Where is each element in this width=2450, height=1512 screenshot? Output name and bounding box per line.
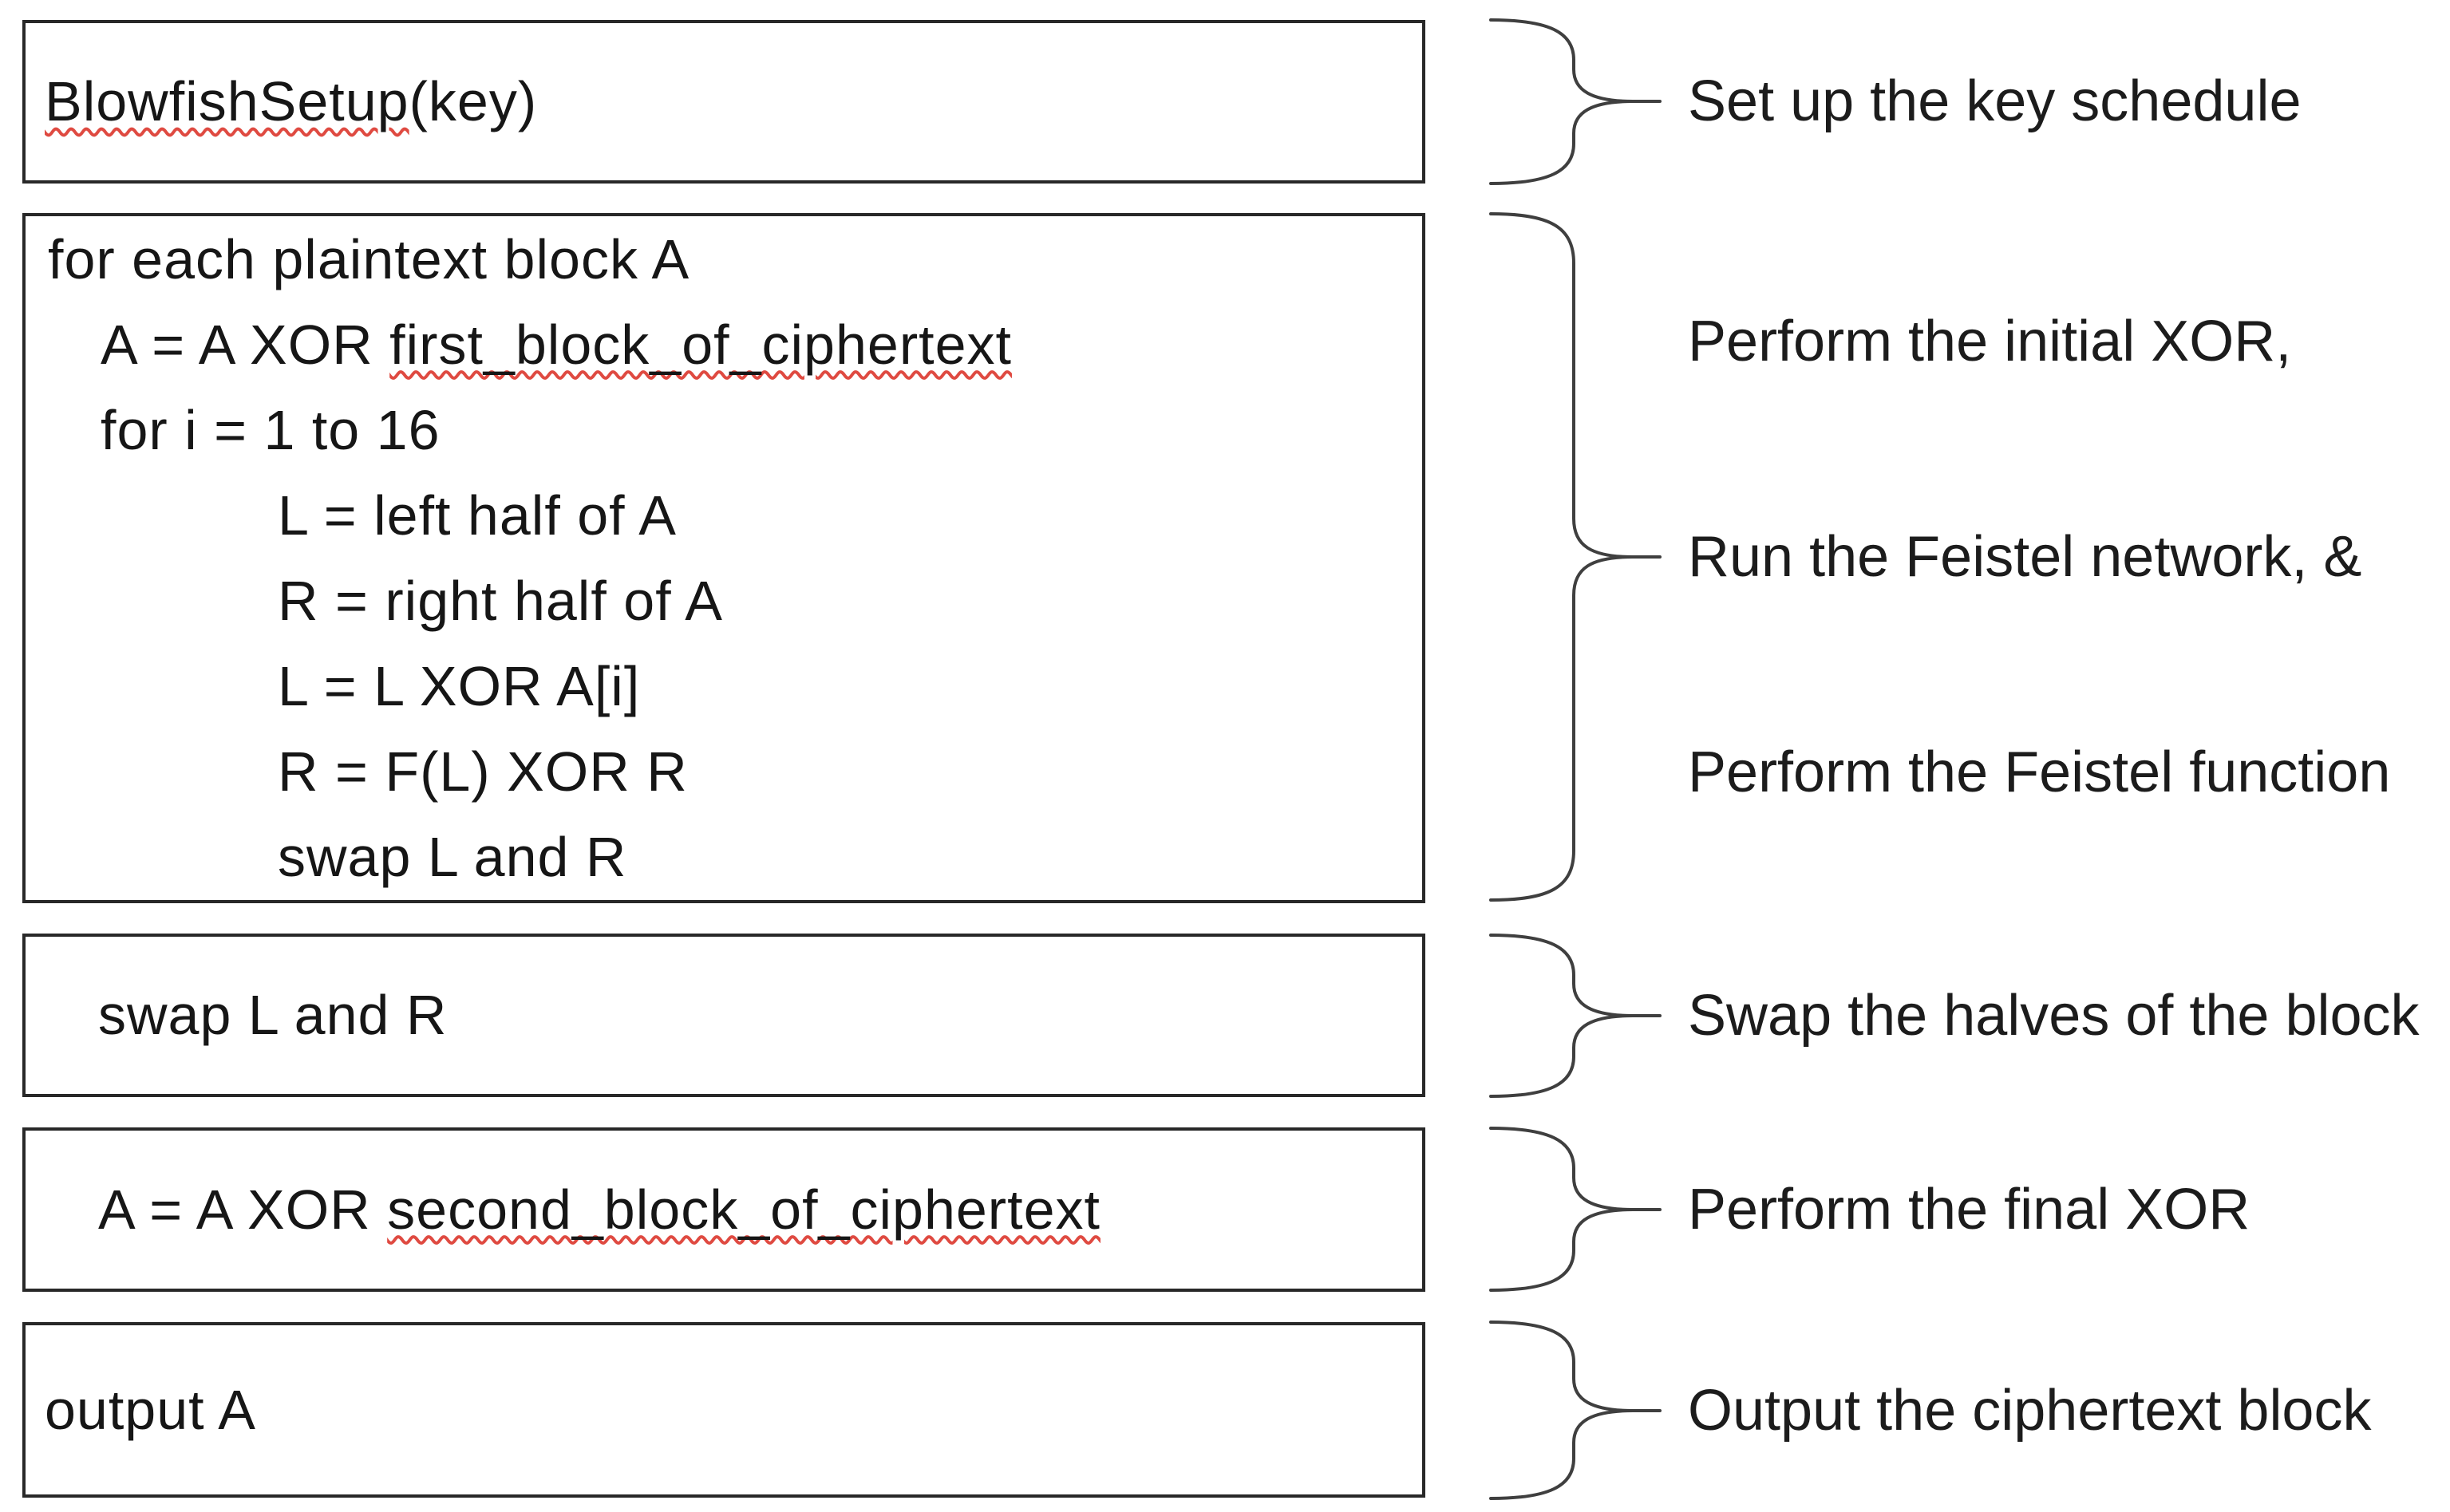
code-line: R = right half of A bbox=[278, 569, 723, 632]
pseudocode-box-setup: BlowfishSetup(key) bbox=[22, 20, 1425, 184]
code-text: A = A XOR bbox=[101, 313, 390, 376]
misspelled-word: first_block_of_ciphertext bbox=[389, 313, 1012, 376]
code-line: R = F(L) XOR R bbox=[278, 740, 688, 803]
annotation-feistel: Perform the initial XOR, Run the Feistel… bbox=[1688, 162, 2390, 952]
code-line: A = A XOR second_block_of_ciphertext bbox=[98, 1167, 1422, 1253]
annotation-line: Perform the initial XOR, bbox=[1688, 310, 2292, 373]
pseudocode-box-output: output A bbox=[22, 1322, 1425, 1498]
annotation-key-schedule: Set up the key schedule bbox=[1688, 69, 2302, 133]
code-line: swap L and R bbox=[278, 825, 627, 888]
annotation-line: Perform the Feistel function bbox=[1688, 740, 2391, 804]
code-line: for i = 1 to 16 bbox=[101, 398, 441, 461]
code-line: swap L and R bbox=[98, 984, 448, 1046]
code-line: for each plaintext block A bbox=[48, 227, 690, 290]
annotation-swap-halves: Swap the halves of the block bbox=[1688, 984, 2420, 1048]
right-brace-swap-halves bbox=[1489, 934, 1662, 1098]
annotation-final-xor: Perform the final XOR bbox=[1688, 1178, 2250, 1242]
misspelled-word: second_block_of_ciphertext bbox=[387, 1178, 1101, 1241]
right-brace-final-xor bbox=[1489, 1127, 1662, 1292]
code-line: output A bbox=[45, 1378, 256, 1441]
pseudocode-box-main-loop: for each plaintext block A A = A XOR fir… bbox=[22, 213, 1425, 903]
pseudocode-box-swap: swap L and R bbox=[22, 934, 1425, 1097]
code-text: (key) bbox=[409, 70, 538, 132]
misspelled-word: BlowfishSetup bbox=[45, 70, 409, 132]
code-line: BlowfishSetup(key) bbox=[45, 59, 1422, 144]
code-text: A = A XOR bbox=[98, 1178, 388, 1241]
pseudocode-box-final-xor: A = A XOR second_block_of_ciphertext bbox=[22, 1127, 1425, 1292]
right-brace-feistel bbox=[1489, 212, 1662, 902]
code-line: L = left half of A bbox=[278, 484, 677, 547]
annotation-line: Run the Feistel network, & bbox=[1688, 525, 2362, 589]
right-brace-key-schedule bbox=[1489, 18, 1662, 185]
annotation-output: Output the ciphertext block bbox=[1688, 1379, 2372, 1443]
right-brace-output bbox=[1489, 1321, 1662, 1500]
code-line: A = A XOR first_block_of_ciphertext bbox=[101, 302, 1422, 388]
code-line: L = L XOR A[i] bbox=[278, 654, 641, 717]
